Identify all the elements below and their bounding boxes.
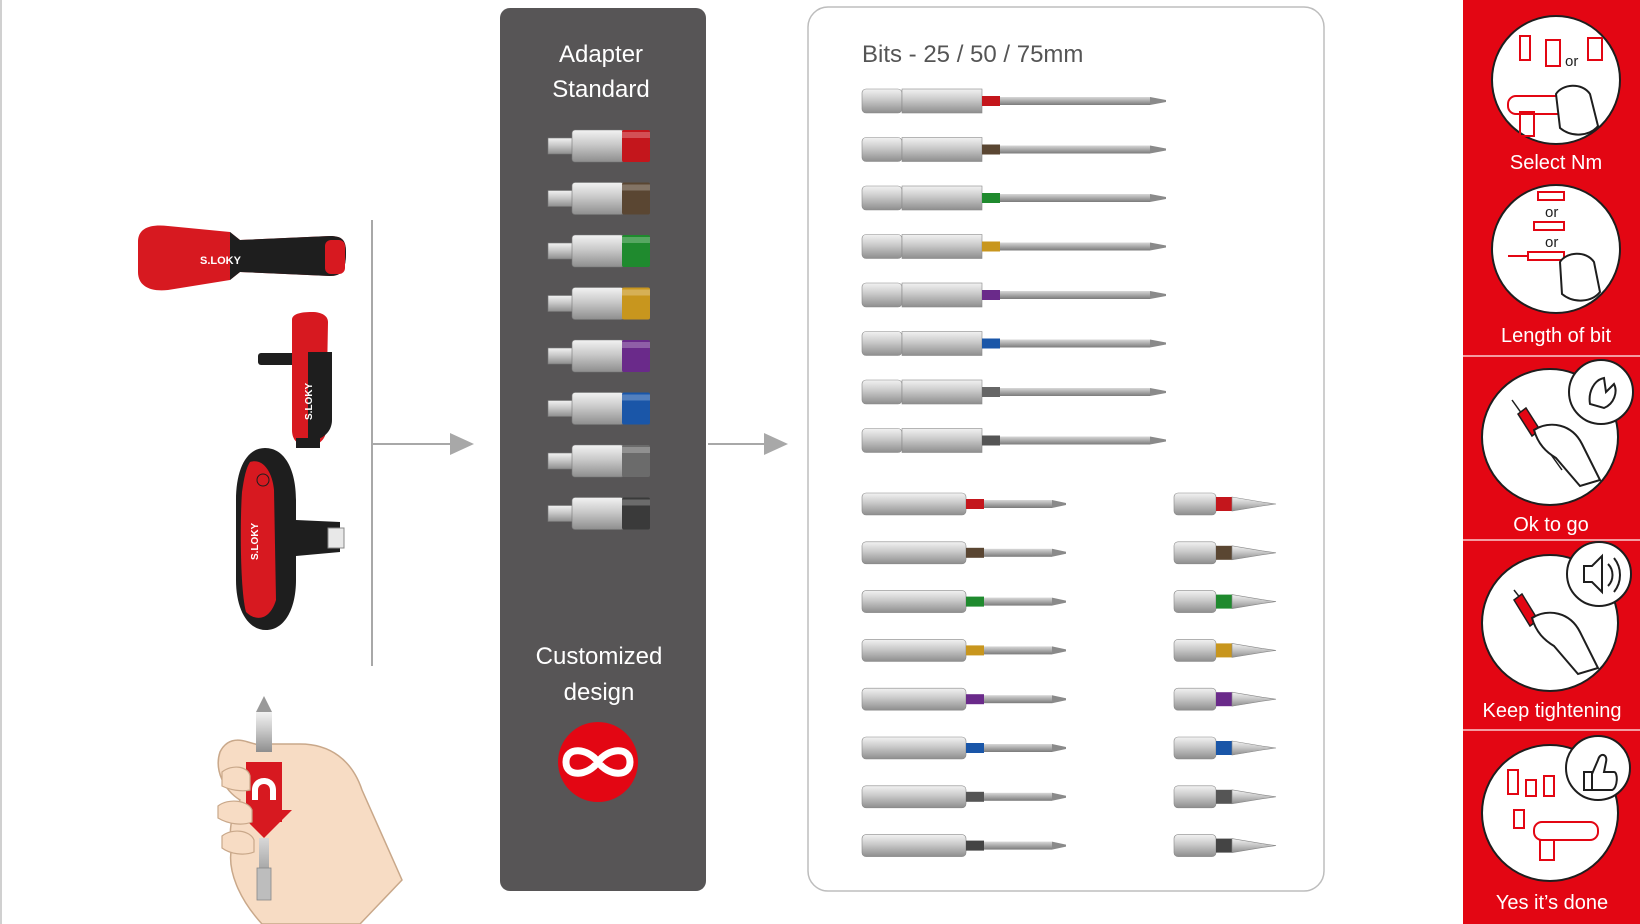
long-bit [861, 234, 1166, 259]
handle-t-large: S.LOKY [236, 448, 345, 630]
step-yes-its-done: Yes it’s done [1481, 735, 1631, 914]
adapter-title-line2: Standard [552, 76, 649, 103]
step-label-yes-its-done: Yes it’s done [1496, 892, 1608, 914]
medium-bit [861, 639, 1066, 662]
sound-icon [1583, 553, 1603, 595]
handle-brand-label: S.LOKY [200, 255, 242, 267]
adapter-item [547, 129, 650, 163]
handle-straight: S.LOKY [138, 225, 346, 291]
medium-bit [861, 687, 1066, 711]
medium-bit [861, 785, 1066, 809]
adapter-panel: Adapter Standard Customized design [500, 8, 706, 891]
step-label-keep-tightening: Keep tightening [1482, 700, 1621, 722]
long-bit [861, 137, 1166, 162]
finger-icon [1554, 84, 1600, 136]
short-bit [1173, 541, 1277, 565]
or-text-1: or [1545, 204, 1558, 221]
medium-bits-list [861, 492, 1066, 857]
or-text: or [1565, 53, 1578, 70]
handle-t-small: S.LOKY [258, 312, 332, 448]
handle-brand-label-3: S.LOKY [250, 522, 261, 560]
thumbs-up-icon [1583, 754, 1618, 791]
arrow-head-icon [450, 433, 474, 455]
step-keep-tightening: Keep tightening [1481, 541, 1632, 722]
infinity-icon [558, 722, 638, 802]
long-bit [861, 331, 1166, 356]
medium-bit [861, 492, 1066, 516]
bit-length-icon [1508, 191, 1565, 261]
medium-bit [861, 834, 1066, 857]
step-ok-to-go: Ok to go [1481, 359, 1634, 536]
adapter-item [547, 339, 650, 373]
hand-magnet-illustration [217, 696, 403, 924]
long-bit [861, 282, 1166, 308]
short-bit [1173, 834, 1277, 857]
bits-title: Bits - 25 / 50 / 75mm [862, 41, 1083, 68]
adapter-item [547, 444, 650, 478]
adapter-item [547, 392, 650, 425]
short-bit [1173, 639, 1277, 662]
or-text-2: or [1545, 234, 1558, 251]
short-bit [1173, 492, 1277, 516]
customized-label-line2: design [564, 679, 635, 706]
adapter-item [547, 497, 650, 530]
customized-label-line1: Customized [536, 643, 663, 670]
hand-icon-2 [1530, 611, 1600, 676]
step-length-of-bit: or or Length of bit [1491, 184, 1621, 347]
medium-bit [861, 736, 1066, 760]
step-label-length-of-bit: Length of bit [1501, 325, 1612, 347]
arrow-head-icon-2 [764, 433, 788, 455]
medium-bit [861, 541, 1066, 565]
short-bits-list [1173, 492, 1277, 857]
step-select-nm: or Select Nm [1491, 15, 1621, 174]
finger-icon-2 [1558, 252, 1602, 302]
bits-panel: Bits - 25 / 50 / 75mm [807, 6, 1325, 892]
short-bit [1173, 687, 1277, 711]
long-bit [861, 379, 1166, 405]
hand-icon [1532, 423, 1602, 488]
handle-brand-label-2: S.LOKY [304, 382, 315, 420]
ok-hand-icon [1588, 376, 1617, 410]
adapter-title-line1: Adapter [559, 41, 643, 68]
adapter-item [547, 182, 650, 215]
short-bit [1173, 785, 1277, 809]
step-label-select-nm: Select Nm [1510, 152, 1602, 174]
steps-sidebar: or Select Nm or or Length of bit [1463, 0, 1640, 924]
medium-bit [861, 590, 1066, 613]
toolset-icon [1507, 769, 1599, 861]
short-bit [1173, 736, 1277, 760]
adapter-list [547, 129, 650, 530]
short-bit [1173, 590, 1277, 613]
adapter-item [547, 234, 650, 268]
long-bit [861, 185, 1166, 211]
long-bits-list [861, 88, 1166, 453]
long-bit [861, 88, 1166, 114]
adapter-item [547, 287, 650, 320]
long-bit [861, 428, 1166, 453]
step-label-ok-to-go: Ok to go [1513, 514, 1589, 536]
